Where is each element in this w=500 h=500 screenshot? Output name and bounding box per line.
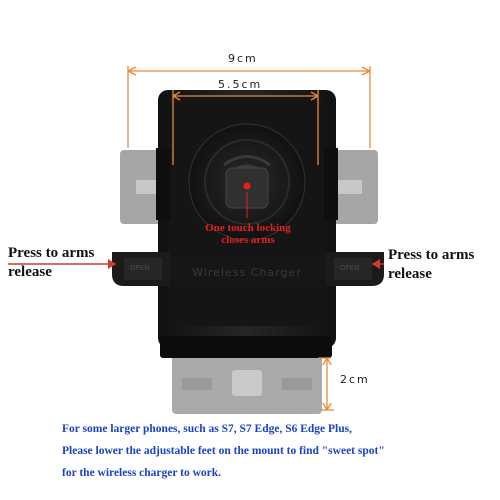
height-label-2cm: 2cm <box>340 373 370 386</box>
locking-callout: One touch locking closes arms <box>192 222 304 246</box>
width-label-5-5cm: 5.5cm <box>218 78 263 91</box>
height-dimension-2cm <box>318 357 334 411</box>
mount-stand <box>172 352 322 414</box>
larger-phones-note: For some larger phones, such as S7, S7 E… <box>62 418 492 484</box>
right-press-line-1: Press to arms <box>388 247 475 263</box>
right-press-line-2: release <box>388 266 432 282</box>
faceplate-text: Wireless Charger <box>192 266 302 279</box>
right-open-text: OPEN <box>340 264 360 272</box>
right-arm <box>332 150 378 224</box>
left-press-line-1: Press to arms <box>8 245 95 261</box>
faceplate <box>170 258 326 288</box>
width-dimension-5-5cm <box>172 90 319 165</box>
right-arrow-icon <box>372 259 384 269</box>
right-release-button <box>326 252 384 286</box>
left-arrow-icon <box>8 259 116 269</box>
left-release-button <box>112 252 170 286</box>
width-dimension-9cm <box>127 66 371 148</box>
wireless-pad <box>188 123 306 241</box>
left-open-text: OPEN <box>130 264 150 272</box>
left-press-label: Press to arms release <box>8 244 94 282</box>
left-press-line-2: release <box>8 264 52 280</box>
note-line-2: Please lower the adjustable feet on the … <box>62 445 385 457</box>
note-line-1: For some larger phones, such as S7, S7 E… <box>62 423 352 435</box>
locking-line-2: closes arms <box>221 234 275 246</box>
note-line-3: for the wireless charger to work. <box>62 467 222 479</box>
width-label-9cm: 9cm <box>228 52 258 65</box>
right-press-label: Press to arms release <box>388 246 474 284</box>
locking-line-1: One touch locking <box>205 222 291 234</box>
